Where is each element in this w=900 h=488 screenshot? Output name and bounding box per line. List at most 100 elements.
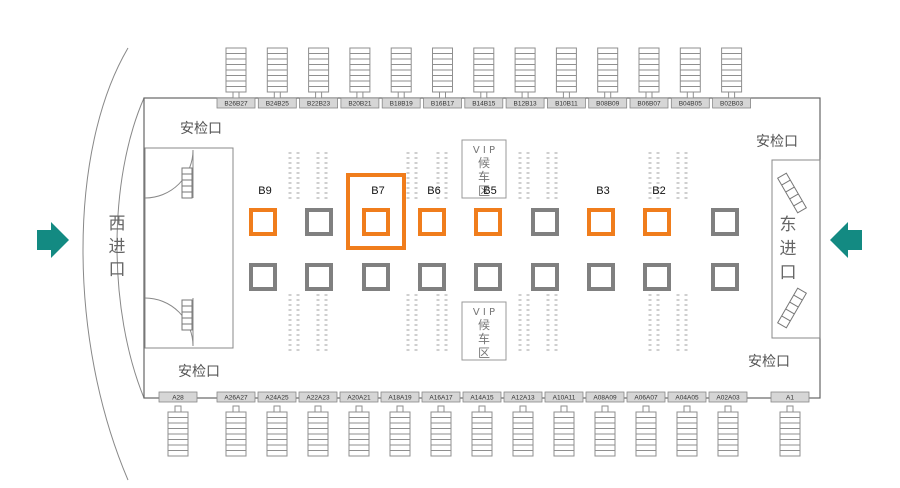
vip-bottom-line-4: 区: [478, 346, 490, 360]
west-entrance-char-1: 西: [109, 214, 126, 234]
gate-square[interactable]: [418, 208, 446, 236]
west-door-arc-bottom: [144, 297, 194, 347]
boarding-bridge-icon: [167, 405, 189, 457]
gate-number-box: [216, 97, 256, 109]
gate-number-label: B18B19: [390, 101, 414, 108]
gate-square[interactable]: [587, 208, 615, 236]
gate-number-label: B26B27: [224, 101, 248, 108]
gate-number-box: [421, 391, 461, 403]
gate-number-label: A04A05: [675, 395, 699, 402]
gate-label: B5: [483, 185, 496, 197]
gate-square[interactable]: [643, 208, 671, 236]
escalator-icon: [776, 172, 808, 214]
gate-number-label: A02A03: [716, 395, 740, 402]
gate-square[interactable]: [711, 208, 739, 236]
gate-number-label: A26A27: [224, 395, 248, 402]
west-entrance-char-3: 口: [109, 260, 126, 280]
gate-number-box: [464, 97, 504, 109]
boarding-bridge-icon: [430, 405, 452, 457]
vip-bottom-line-3: 车: [478, 331, 490, 346]
gate-number-label: A1: [786, 395, 794, 402]
boarding-bridge-icon: [349, 47, 371, 99]
gate-number-label: A18A19: [388, 395, 412, 402]
gate-number-label: B14B15: [472, 101, 496, 108]
gate-number-label: A06A07: [634, 395, 658, 402]
gate-label: B9: [258, 185, 271, 197]
boarding-bridge-icon: [638, 47, 660, 99]
gate-square[interactable]: [711, 263, 739, 291]
gate-square[interactable]: [531, 263, 559, 291]
gate-number-box: [505, 97, 545, 109]
boarding-bridge-icon: [308, 47, 330, 99]
gate-number-label: B20B21: [348, 101, 372, 108]
gate-label: B2: [652, 185, 665, 197]
gate-square[interactable]: [362, 263, 390, 291]
gate-number-box: [770, 391, 810, 403]
boarding-bridge-icon: [432, 47, 453, 99]
boarding-bridge-icon: [390, 47, 412, 99]
boarding-bridge-icon: [635, 405, 657, 457]
vip-area-top: [461, 139, 507, 199]
gate-square[interactable]: [362, 208, 390, 236]
gate-square[interactable]: [643, 263, 671, 291]
gate-number-box: [585, 391, 625, 403]
gate-number-box: [257, 391, 297, 403]
gate-number-label: A20A21: [347, 395, 371, 402]
security-label-bottom-left: 安检口: [178, 364, 220, 380]
gate-number-box: [626, 391, 666, 403]
east-security-area: [771, 159, 821, 339]
gate-square[interactable]: [249, 263, 277, 291]
gate-square[interactable]: [305, 208, 333, 236]
gate-number-box: [423, 97, 462, 109]
boarding-bridge-icon: [676, 405, 698, 457]
escalator-icon: [776, 287, 808, 329]
boarding-bridge-icon: [512, 405, 534, 457]
gate-number-label: A22A23: [306, 395, 330, 402]
teal-arrow-left-icon: [830, 222, 862, 258]
gate-number-label: B12B13: [514, 101, 538, 108]
west-curved-wall: [82, 47, 129, 481]
gate-number-box: [667, 391, 707, 403]
security-label-top-right: 安检口: [756, 134, 798, 150]
west-entrance-char-2: 进: [109, 237, 126, 257]
gate-number-box: [629, 97, 669, 109]
east-entrance-char-1: 东: [780, 215, 797, 235]
gate-number-label: A08A09: [593, 395, 617, 402]
gate-square[interactable]: [587, 263, 615, 291]
west-curved-wall-inner: [116, 97, 145, 399]
west-security-area: [144, 147, 234, 349]
gate-number-box: [298, 391, 338, 403]
gate-number-label: A24A25: [265, 395, 289, 402]
boarding-bridge-icon: [594, 405, 616, 457]
gate-square[interactable]: [474, 208, 502, 236]
boarding-bridge-icon: [266, 47, 288, 99]
boarding-bridge-icon: [473, 47, 495, 99]
gate-square[interactable]: [305, 263, 333, 291]
gate-number-box: [257, 97, 297, 109]
gate-square[interactable]: [531, 208, 559, 236]
gate-number-box: [670, 97, 710, 109]
gate-square[interactable]: [249, 208, 277, 236]
vip-area-bottom: [461, 301, 507, 361]
boarding-bridge-icon: [597, 47, 619, 99]
gate-number-label: B04B05: [679, 101, 703, 108]
gate-number-label: B16B17: [431, 101, 455, 108]
boarding-bridge-icon: [555, 47, 577, 99]
gate-square[interactable]: [418, 263, 446, 291]
gate-number-box: [339, 391, 379, 403]
boarding-bridge-icon: [717, 405, 739, 457]
security-label-top-left: 安检口: [180, 121, 222, 137]
gate-number-label: A10A11: [553, 395, 576, 402]
vip-top-line-2: 候: [478, 156, 490, 170]
gate-square[interactable]: [474, 263, 502, 291]
gate-number-box: [588, 97, 628, 109]
gate-number-box: [712, 97, 751, 109]
boarding-bridge-icon: [266, 405, 288, 457]
gate-number-box: [503, 391, 543, 403]
gate-number-box: [462, 391, 502, 403]
gate-number-label: B10B11: [555, 101, 578, 108]
east-entrance-char-2: 进: [780, 239, 797, 259]
